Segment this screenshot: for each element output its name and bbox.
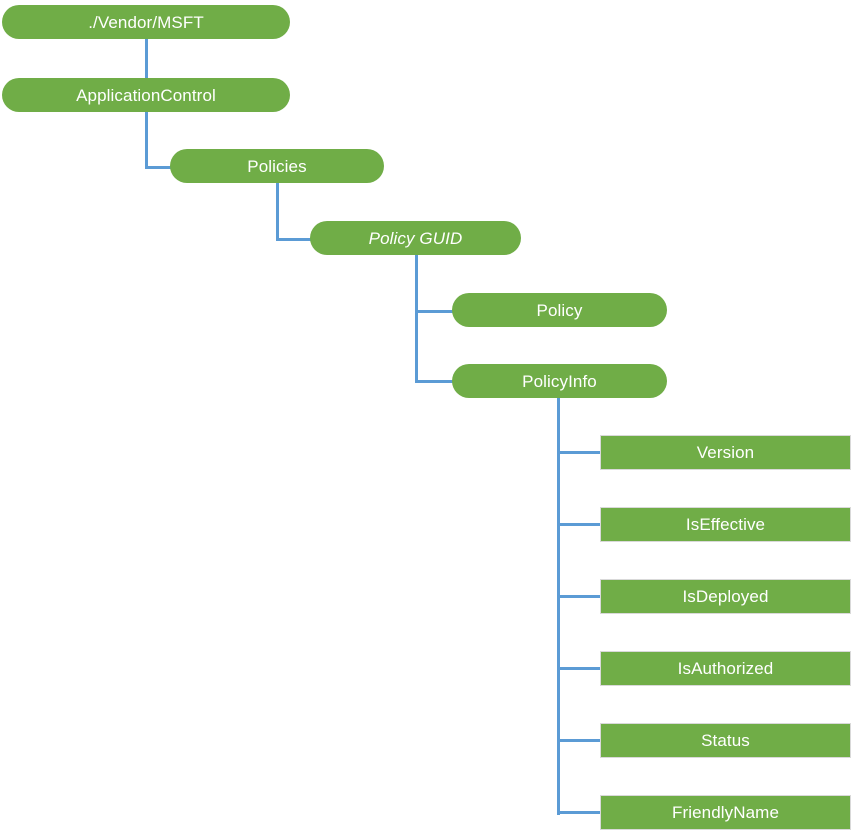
node-label: Policies bbox=[247, 156, 307, 176]
connector-policyinfo-trunk bbox=[557, 398, 560, 815]
connector-policyguid-trunk bbox=[415, 255, 418, 383]
connector-policies-to-policyguid-vertical bbox=[276, 183, 279, 241]
node-policy-guid[interactable]: Policy GUID bbox=[310, 221, 521, 255]
connector-policyinfo-to-isauthorized bbox=[557, 667, 603, 670]
node-label: ./Vendor/MSFT bbox=[88, 12, 204, 32]
connector-policyinfo-to-iseffective bbox=[557, 523, 603, 526]
node-policy-info[interactable]: PolicyInfo bbox=[452, 364, 667, 398]
node-label: FriendlyName bbox=[671, 803, 779, 822]
connector-applicationcontrol-to-policies-vertical bbox=[145, 112, 148, 169]
node-label: PolicyInfo bbox=[522, 371, 597, 391]
node-label: Policy GUID bbox=[368, 228, 463, 248]
node-label: Version bbox=[696, 443, 755, 462]
connector-policyinfo-to-friendlyname bbox=[557, 811, 603, 814]
node-is-effective[interactable]: IsEffective bbox=[600, 507, 851, 542]
node-application-control[interactable]: ApplicationControl bbox=[2, 78, 290, 112]
node-label: ApplicationControl bbox=[76, 85, 216, 105]
node-policy[interactable]: Policy bbox=[452, 293, 667, 327]
node-is-deployed[interactable]: IsDeployed bbox=[600, 579, 851, 614]
connector-policyguid-to-policy bbox=[415, 310, 458, 313]
connector-policyinfo-to-isdeployed bbox=[557, 595, 603, 598]
node-label: IsAuthorized bbox=[677, 659, 774, 678]
node-label: Policy bbox=[536, 300, 583, 320]
connector-policyinfo-to-version bbox=[557, 451, 603, 454]
node-version[interactable]: Version bbox=[600, 435, 851, 470]
node-policies[interactable]: Policies bbox=[170, 149, 384, 183]
node-is-authorized[interactable]: IsAuthorized bbox=[600, 651, 851, 686]
node-label: IsDeployed bbox=[682, 587, 769, 606]
connector-vendor-to-applicationcontrol bbox=[145, 39, 148, 78]
connector-policies-to-policyguid-horizontal bbox=[276, 238, 316, 241]
node-friendly-name[interactable]: FriendlyName bbox=[600, 795, 851, 830]
connector-applicationcontrol-to-policies-horizontal bbox=[145, 166, 177, 169]
connector-policyinfo-to-status bbox=[557, 739, 603, 742]
node-label: Status bbox=[701, 731, 750, 750]
node-vendor-msft[interactable]: ./Vendor/MSFT bbox=[2, 5, 290, 39]
node-status[interactable]: Status bbox=[600, 723, 851, 758]
connector-policyguid-to-policyinfo bbox=[415, 380, 458, 383]
node-label: IsEffective bbox=[685, 515, 766, 534]
